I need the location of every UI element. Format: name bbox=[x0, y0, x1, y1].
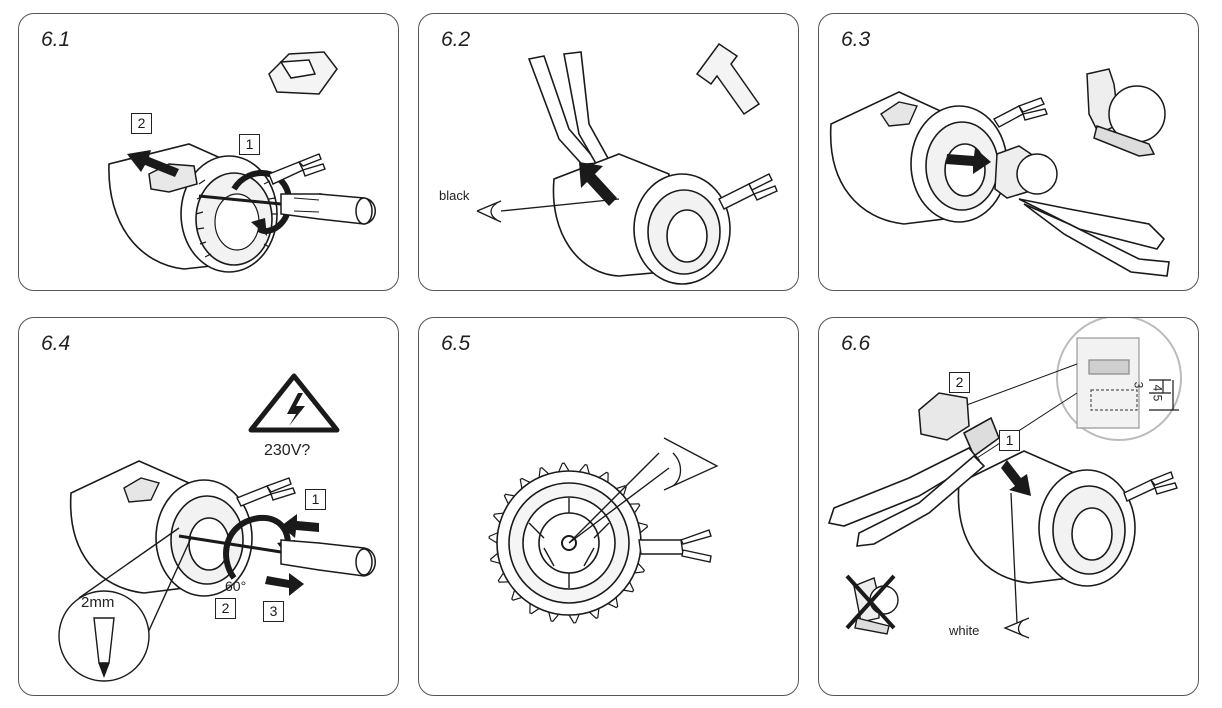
panel-6-4: 6.4 230V? 60° 2mm 1 2 3 bbox=[18, 317, 399, 696]
eye-icon bbox=[1003, 492, 1030, 639]
wire-color-label: white bbox=[949, 623, 980, 638]
gear-tooth bbox=[558, 462, 570, 472]
illustration-6-2 bbox=[476, 42, 778, 285]
step-number-box: 1 bbox=[305, 489, 326, 510]
connector-part bbox=[994, 145, 1058, 199]
dimension-label: 4,5 bbox=[1150, 384, 1165, 402]
gear-tooth bbox=[548, 611, 560, 623]
actuator-body bbox=[108, 143, 278, 273]
cable bbox=[1123, 471, 1178, 502]
rotation-arrow bbox=[223, 514, 291, 580]
gear-tooth bbox=[607, 597, 619, 609]
eye-icon bbox=[663, 437, 719, 491]
panel-6-3: 6.3 bbox=[818, 13, 1199, 291]
step-title: 6.3 bbox=[841, 28, 871, 51]
voltage-warning: 230V? bbox=[264, 442, 311, 459]
crossed-out-part-icon bbox=[845, 574, 899, 635]
gear-tooth bbox=[629, 503, 641, 514]
cable bbox=[718, 173, 778, 210]
gear-tooth bbox=[519, 477, 531, 489]
gear-tooth bbox=[568, 614, 580, 624]
panel-6-2: 6.2 black bbox=[418, 13, 799, 291]
wire-color-label: black bbox=[439, 188, 470, 203]
blade-size: 2mm bbox=[81, 594, 115, 611]
arrow-step-2 bbox=[127, 150, 179, 177]
pliers bbox=[827, 416, 1000, 547]
step-number-box: 2 bbox=[215, 598, 236, 619]
illustration-6-4 bbox=[58, 373, 376, 682]
arrow-up bbox=[579, 162, 617, 206]
step-number-box: 3 bbox=[263, 601, 284, 622]
gear-tooth bbox=[634, 562, 645, 574]
cable bbox=[268, 153, 326, 185]
step-title: 6.4 bbox=[41, 332, 71, 355]
clip-part bbox=[268, 51, 338, 95]
illustration-6-5 bbox=[488, 437, 719, 624]
step-number-box: 1 bbox=[999, 430, 1020, 451]
clip-on-body bbox=[880, 101, 918, 127]
illustration-6-6 bbox=[827, 318, 1182, 639]
warning-triangle-icon bbox=[248, 373, 340, 433]
magnifier-circle bbox=[58, 527, 192, 682]
spare-part bbox=[1086, 68, 1166, 157]
panel-6-6: 6.6 white 2 1 3 4,5 bbox=[818, 317, 1199, 696]
clip-on-body bbox=[123, 477, 160, 503]
inner-crosshair bbox=[528, 452, 670, 588]
arrow-down bbox=[1001, 460, 1031, 496]
screwdriver bbox=[178, 534, 376, 577]
gear-teeth bbox=[488, 462, 650, 624]
magnifier-circle bbox=[1056, 318, 1182, 441]
screwdriver bbox=[198, 193, 376, 225]
gear-tooth bbox=[598, 471, 609, 483]
gear-tooth bbox=[503, 493, 515, 505]
panel-6-5: 6.5 bbox=[418, 317, 799, 696]
cable bbox=[236, 477, 296, 507]
gear-tooth bbox=[529, 603, 540, 615]
t-part bbox=[695, 42, 761, 116]
cable bbox=[993, 97, 1048, 128]
gear-tooth bbox=[489, 552, 501, 564]
gear-tooth bbox=[538, 467, 550, 478]
arrow-left bbox=[281, 514, 319, 538]
gear-tooth bbox=[511, 589, 523, 601]
gear-tooth bbox=[637, 522, 649, 534]
eye-icon bbox=[476, 198, 620, 223]
cable bbox=[638, 529, 712, 563]
step-title: 6.1 bbox=[41, 28, 71, 51]
step-number-box: 2 bbox=[131, 113, 152, 134]
clip-part bbox=[918, 392, 970, 441]
gear-tooth bbox=[578, 463, 590, 475]
dimension-label: 3 bbox=[1131, 381, 1146, 389]
pliers bbox=[1018, 198, 1170, 277]
rotation-angle: 60° bbox=[225, 578, 247, 594]
illustration-6-1 bbox=[108, 51, 376, 273]
gear-tooth bbox=[588, 608, 600, 619]
arrow-right bbox=[946, 148, 991, 174]
panel-6-1: 6.1 2 1 bbox=[18, 13, 399, 291]
illustration-6-3 bbox=[829, 68, 1170, 277]
step-title: 6.6 bbox=[841, 332, 871, 355]
gear-tooth bbox=[623, 581, 635, 593]
actuator-body bbox=[957, 450, 1136, 587]
gear-tooth bbox=[493, 512, 504, 524]
step-title: 6.5 bbox=[441, 332, 471, 355]
step-number-box: 2 bbox=[949, 372, 970, 393]
gear-tooth bbox=[497, 572, 509, 583]
gear-tooth bbox=[488, 532, 498, 544]
step-title: 6.2 bbox=[441, 28, 471, 51]
step-number-box: 1 bbox=[239, 134, 260, 155]
arrow-right bbox=[265, 573, 304, 596]
leader-lines bbox=[963, 363, 1078, 459]
actuator-body bbox=[69, 460, 253, 597]
